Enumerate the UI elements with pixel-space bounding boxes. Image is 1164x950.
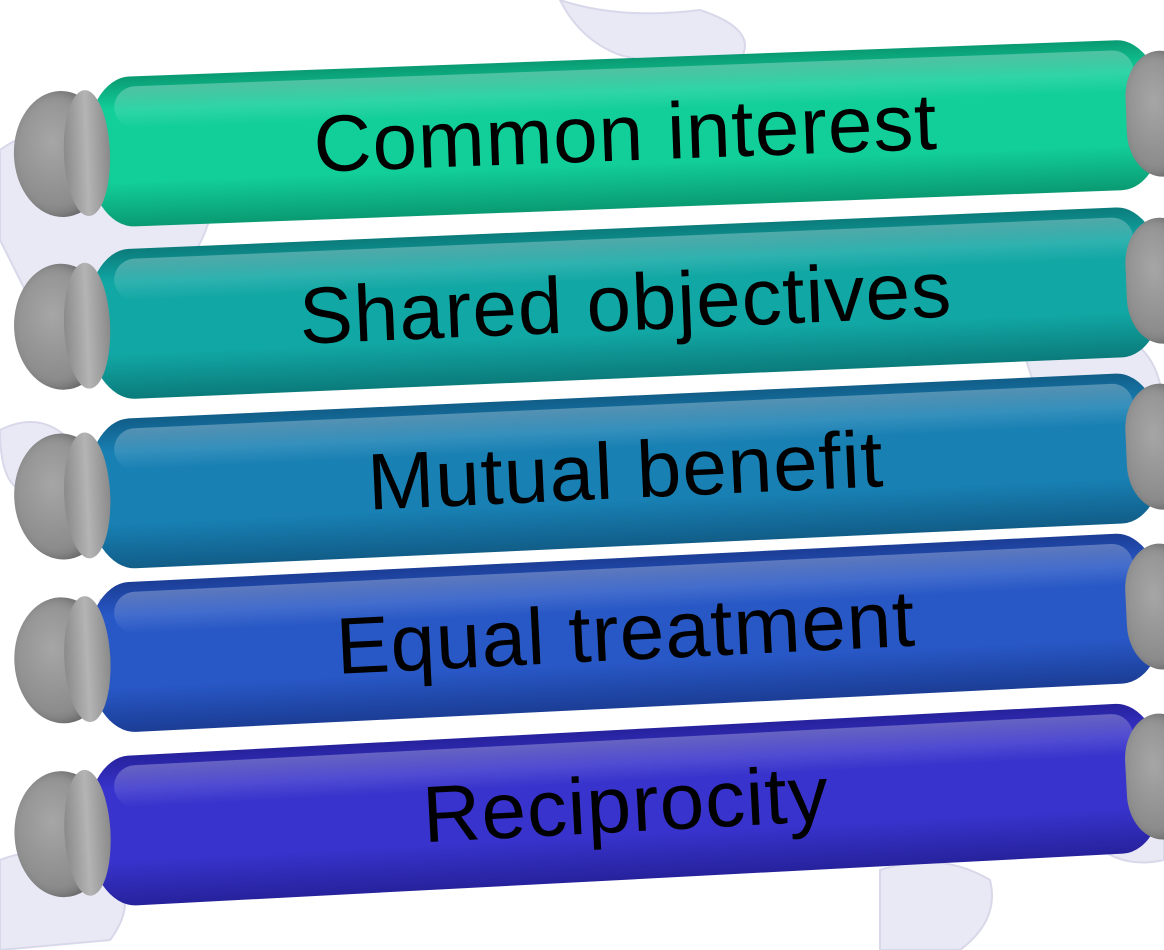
roller-label: Reciprocity xyxy=(420,749,832,860)
